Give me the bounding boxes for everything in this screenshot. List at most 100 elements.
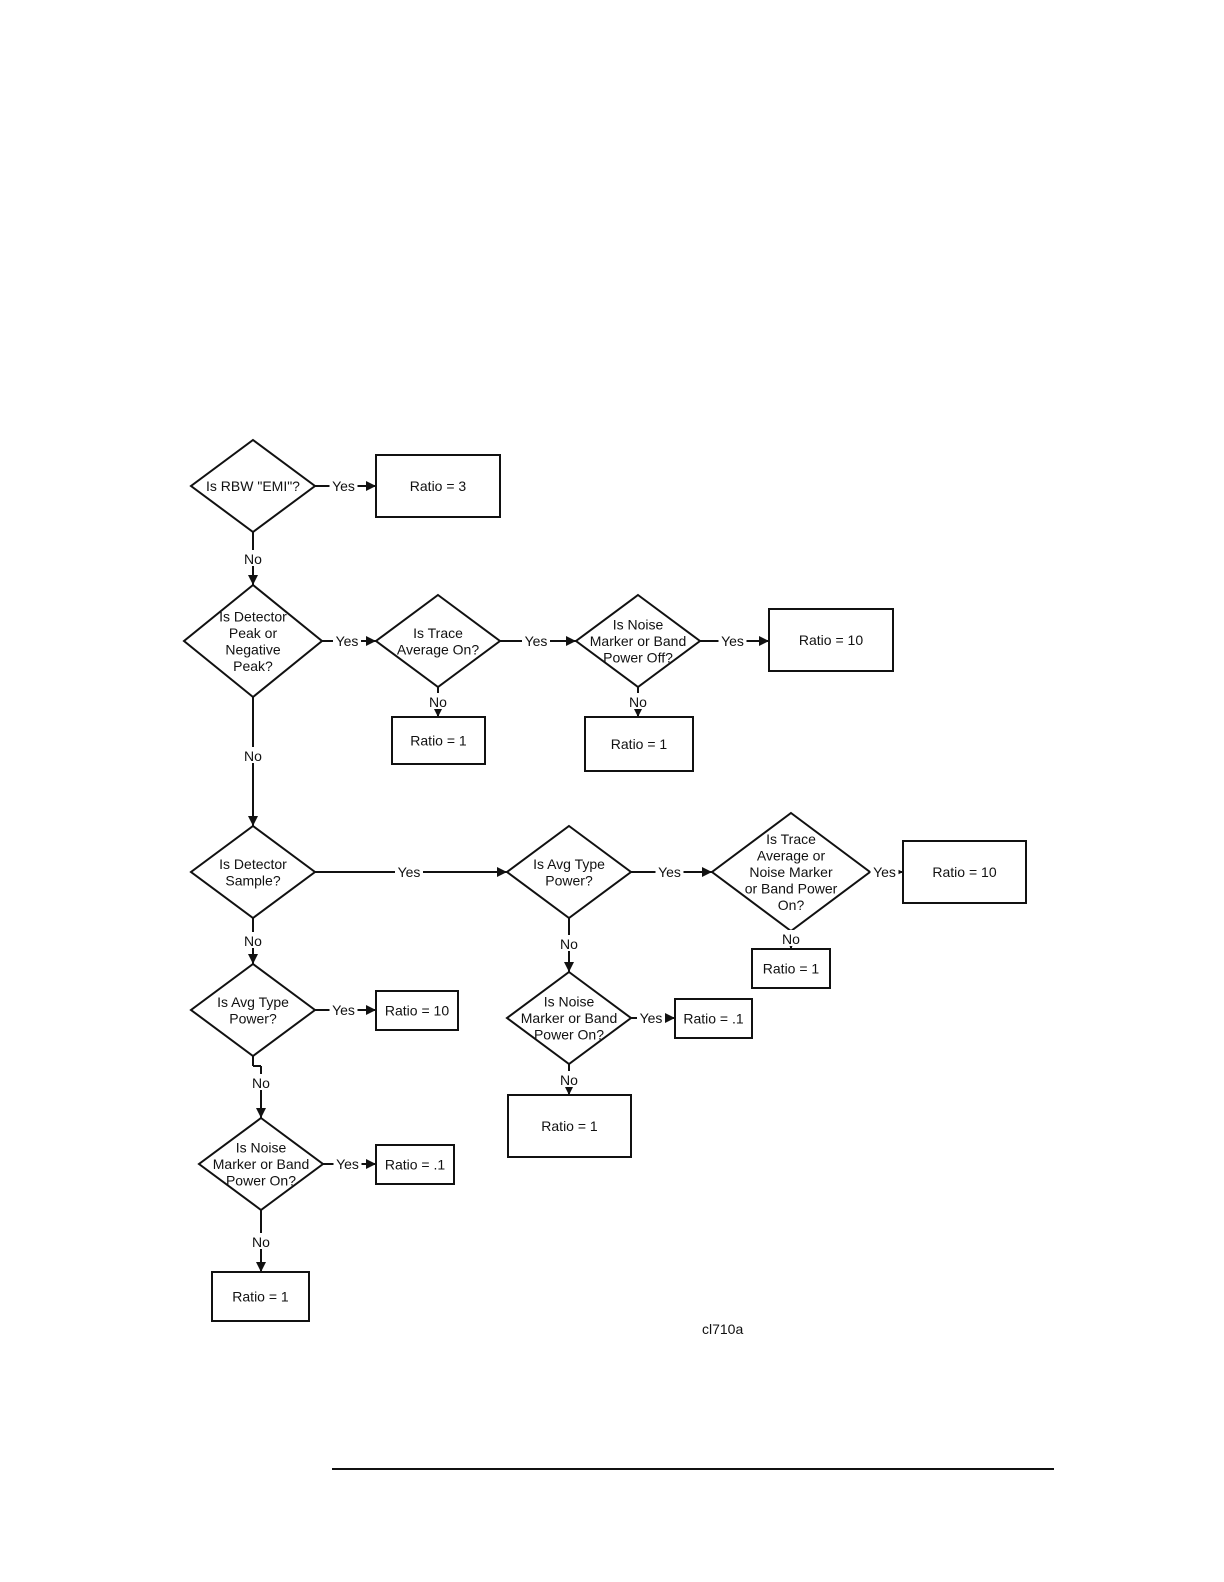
branch-label-bg (243, 932, 263, 948)
branch-label-bg (559, 1071, 579, 1087)
decision-det_peak (182, 583, 324, 699)
decision-text-noise_on_r: Marker or Band (521, 1010, 617, 1026)
decision-noise_off (574, 593, 702, 689)
decision-text-noise_on_l: Marker or Band (213, 1156, 309, 1172)
result-box-r_noise_l_yes (375, 1144, 455, 1185)
branch-label-bg (251, 1233, 271, 1249)
arrowhead (759, 636, 769, 646)
result-text-r_noise_l_no: Ratio = 1 (232, 1289, 289, 1305)
branch-label-bg (655, 863, 684, 879)
decision-text-noise_on_r: Power On? (534, 1027, 604, 1043)
decision-text-trace_or_noise: Average or (757, 848, 826, 864)
branch-label-bg (718, 632, 747, 648)
decision-text-avg_power_r: Is Avg Type (533, 856, 605, 872)
decision-text-trace_avg: Is Trace (413, 625, 463, 641)
branch-label-yes: Yes (332, 478, 355, 494)
decision-text-trace_or_noise: Noise Marker (749, 864, 833, 880)
decision-det_sample (189, 824, 317, 920)
arrowhead (702, 867, 712, 877)
arrowhead (248, 816, 258, 826)
arrowhead (566, 636, 576, 646)
branch-label-yes: Yes (721, 633, 744, 649)
decision-text-det_peak: Peak or (229, 625, 278, 641)
branch-label-no: No (244, 551, 262, 567)
decision-avg_power_l (189, 962, 317, 1058)
decision-text-det_sample: Is Detector (219, 856, 287, 872)
result-text-r_trace_no: Ratio = 1 (410, 733, 467, 749)
arrowhead (633, 707, 643, 717)
branch-label-bg (243, 550, 263, 566)
branch-label-no: No (560, 1072, 578, 1088)
branch-label-no: No (629, 694, 647, 710)
branch-label-yes: Yes (398, 864, 421, 880)
decision-text-det_peak: Negative (225, 641, 280, 657)
branch-label-no: No (252, 1234, 270, 1250)
branch-label-no: No (244, 933, 262, 949)
branch-label-bg (428, 693, 448, 709)
result-text-r_avg_l_yes: Ratio = 10 (385, 1003, 449, 1019)
decision-noise_on_r (505, 970, 633, 1066)
branch-label-bg (251, 1074, 271, 1090)
branch-label-yes: Yes (336, 1156, 359, 1172)
result-box-r_noise_r_no (507, 1094, 632, 1158)
branch-label-bg (329, 1001, 358, 1017)
result-box-r_noise_off_no (584, 716, 694, 772)
result-box-r_trace_noise_no (751, 948, 831, 989)
result-text-r_trace_noise_no: Ratio = 1 (763, 961, 820, 977)
result-box-r_noise_off_yes (768, 608, 894, 672)
result-text-r_noise_r_yes: Ratio = .1 (683, 1011, 744, 1027)
arrowhead (564, 962, 574, 972)
branch-label-bg (781, 930, 801, 946)
arrowhead (564, 1085, 574, 1095)
decision-text-trace_avg: Average On? (397, 641, 479, 657)
decision-text-noise_on_r: Is Noise (544, 994, 595, 1010)
result-box-r_avg_l_yes (375, 990, 459, 1031)
decision-text-avg_power_l: Power? (229, 1010, 277, 1026)
decision-text-avg_power_r: Power? (545, 872, 593, 888)
decision-noise_on_l (197, 1116, 325, 1212)
decision-text-det_peak: Is Detector (219, 608, 287, 624)
decision-text-noise_off: Power Off? (603, 650, 673, 666)
decision-text-det_sample: Sample? (225, 872, 280, 888)
branch-label-bg (333, 632, 361, 648)
arrowhead (248, 954, 258, 964)
decision-text-noise_on_l: Is Noise (236, 1140, 287, 1156)
result-text-r_trace_noise_yes: Ratio = 10 (932, 864, 996, 880)
arrowhead (256, 1262, 266, 1272)
branch-label-yes: Yes (332, 1002, 355, 1018)
result-box-r_emi (375, 454, 501, 518)
result-box-r_noise_l_no (211, 1271, 310, 1322)
decision-text-noise_off: Marker or Band (590, 633, 686, 649)
decision-rbw_emi (189, 438, 317, 534)
arrowhead (665, 1013, 675, 1023)
arrowhead (366, 1159, 376, 1169)
decision-trace_avg (374, 593, 502, 689)
decision-text-trace_or_noise: or Band Power (745, 881, 838, 897)
result-text-r_noise_off_yes: Ratio = 10 (799, 632, 863, 648)
arrowhead (497, 867, 507, 877)
branch-label-yes: Yes (658, 864, 681, 880)
result-box-r_trace_no (391, 716, 486, 765)
decision-text-det_peak: Peak? (233, 658, 273, 674)
result-box-r_noise_r_yes (674, 998, 753, 1039)
branch-label-yes: Yes (336, 633, 359, 649)
branch-label-bg (395, 863, 423, 879)
branch-label-yes: Yes (640, 1010, 663, 1026)
arrowhead (366, 1005, 376, 1015)
result-text-r_noise_l_yes: Ratio = .1 (385, 1157, 446, 1173)
arrowhead (433, 707, 443, 717)
branch-label-bg (333, 1155, 362, 1171)
branch-label-no: No (252, 1075, 270, 1091)
decision-text-rbw_emi: Is RBW "EMI"? (206, 478, 300, 494)
branch-label-yes: Yes (525, 633, 548, 649)
arrowhead (256, 1108, 266, 1118)
arrowhead (366, 636, 376, 646)
branch-label-no: No (782, 931, 800, 947)
arrowhead (248, 575, 258, 585)
result-text-r_emi: Ratio = 3 (410, 478, 467, 494)
decision-avg_power_r (505, 824, 633, 920)
result-text-r_noise_r_no: Ratio = 1 (541, 1118, 598, 1134)
result-text-r_noise_off_no: Ratio = 1 (611, 736, 668, 752)
decision-text-trace_or_noise: Is Trace (766, 831, 816, 847)
